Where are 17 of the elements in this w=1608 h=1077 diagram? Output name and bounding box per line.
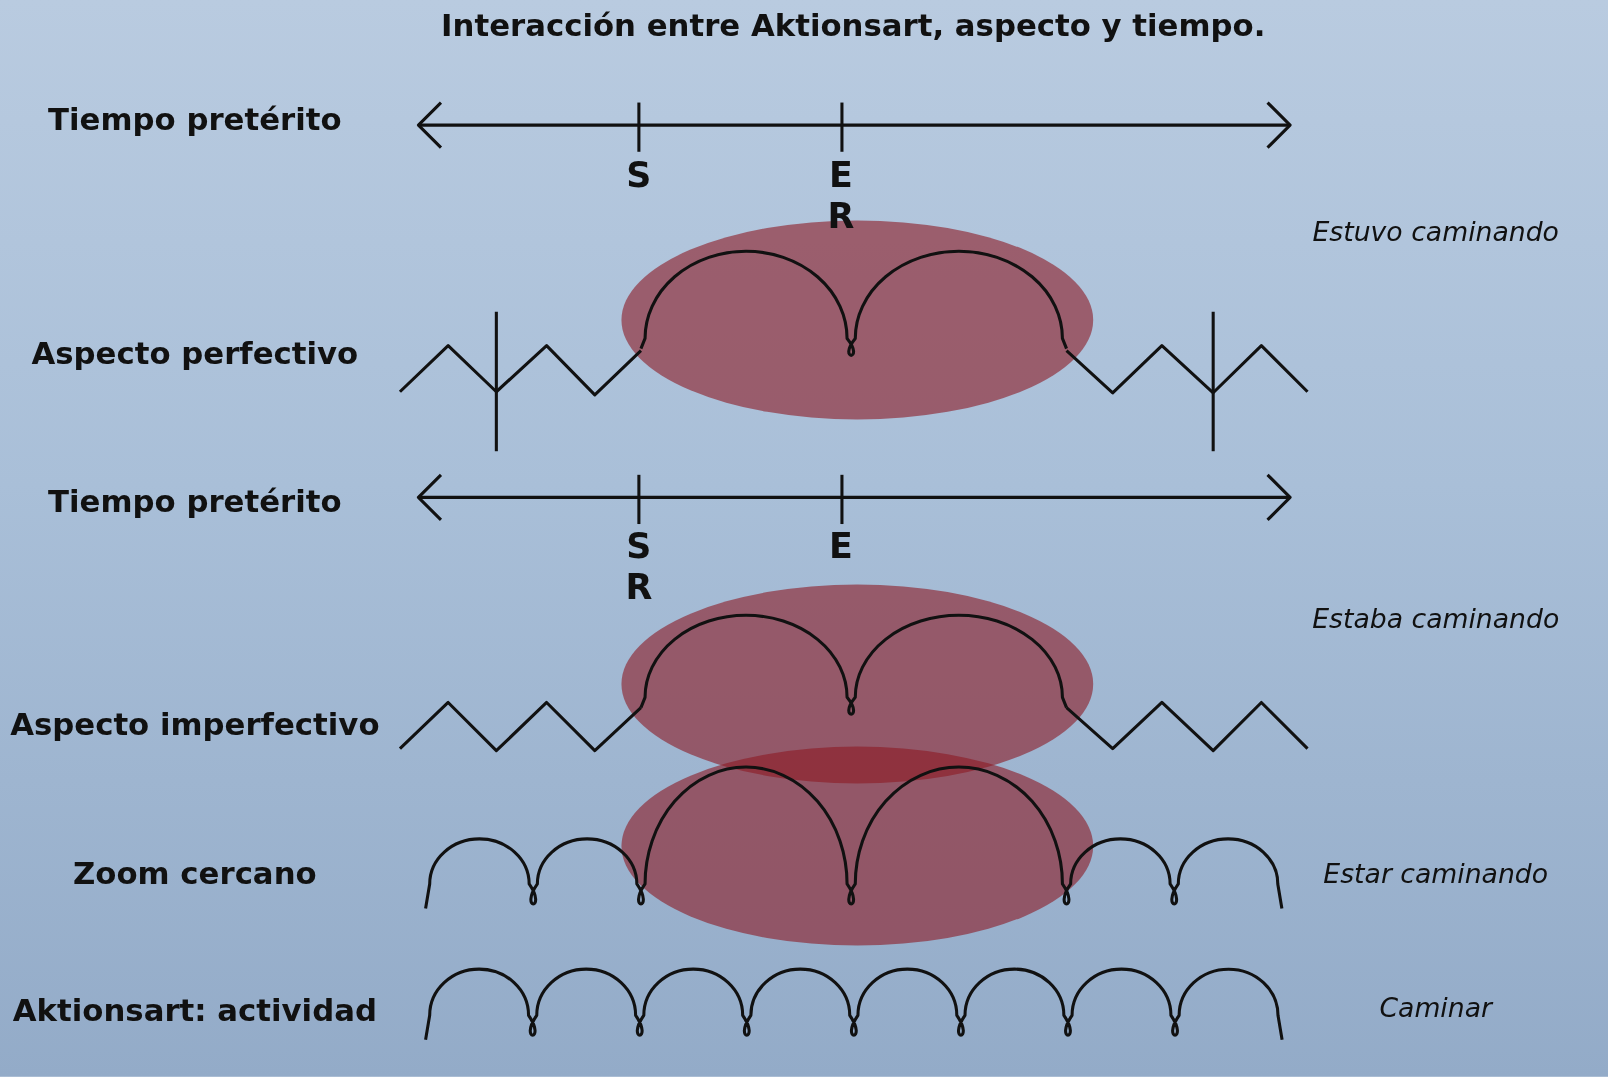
time-point-label: S — [626, 528, 652, 563]
example-verb: Estar caminando — [1323, 860, 1549, 888]
time-point-label: E — [829, 156, 853, 192]
row-label: Tiempo pretérito — [48, 486, 342, 517]
row-label: Tiempo pretérito — [48, 104, 342, 136]
example-verb: Estuvo caminando — [1312, 218, 1559, 246]
row-label: Aktionsart: actividad — [12, 995, 377, 1027]
time-point-label: E — [829, 528, 853, 563]
example-verb: Caminar — [1379, 994, 1492, 1022]
row-label: Zoom cercano — [73, 858, 317, 890]
row-label: Aspecto perfectivo — [31, 338, 359, 370]
time-point-label: R — [827, 197, 855, 233]
time-point-label: S — [626, 156, 652, 192]
diagram-title: Interacción entre Aktionsart, aspecto y tiempo. — [441, 10, 1266, 41]
row-label: Aspecto imperfectivo — [10, 709, 380, 741]
time-point-label: R — [625, 569, 653, 605]
example-verb: Estaba caminando — [1312, 605, 1560, 632]
